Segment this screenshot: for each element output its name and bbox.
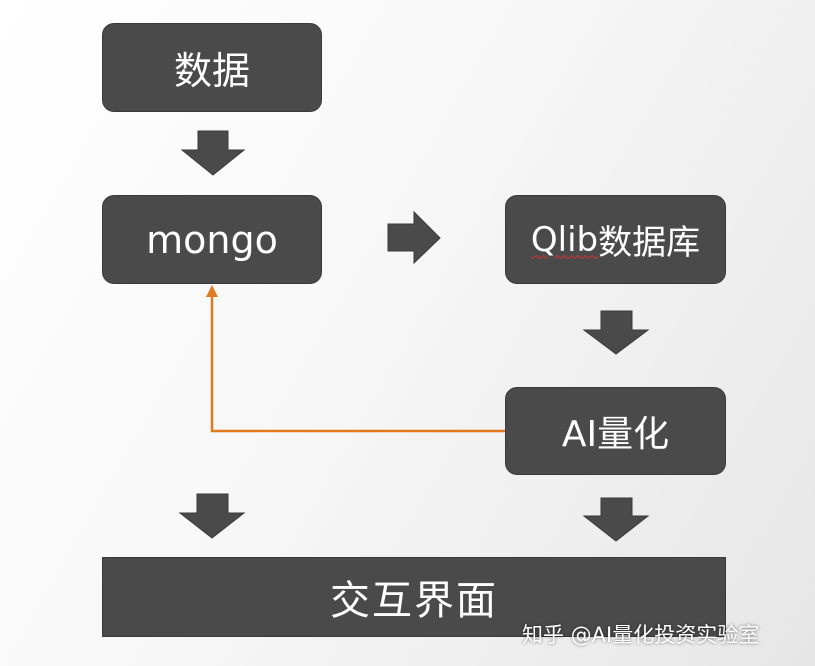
arrow-ai-to-interface	[582, 497, 650, 542]
feedback-arrow-ai-to-mongo	[206, 285, 505, 433]
arrow-mongo-to-interface	[178, 493, 246, 539]
arrow-mongo-to-qlib	[387, 210, 441, 265]
node-interface: 交互界面	[102, 557, 726, 637]
node-mongo: mongo	[102, 195, 322, 284]
node-mongo-label: mongo	[146, 217, 278, 262]
node-interface-label: 交互界面	[330, 578, 498, 624]
watermark: 知乎 @AI量化投资实验室	[522, 623, 760, 647]
node-ai-quant-label: AI量化	[561, 414, 670, 455]
node-data-label: 数据	[173, 49, 250, 93]
node-data: 数据	[102, 23, 322, 112]
node-qlib-label-suffix: 数据库	[598, 223, 701, 263]
node-qlib-label-prefix: Qlib	[530, 219, 599, 260]
node-ai-quant: AI量化	[505, 387, 726, 475]
arrow-qlib-to-ai	[582, 310, 650, 355]
arrow-data-to-mongo	[180, 130, 246, 176]
